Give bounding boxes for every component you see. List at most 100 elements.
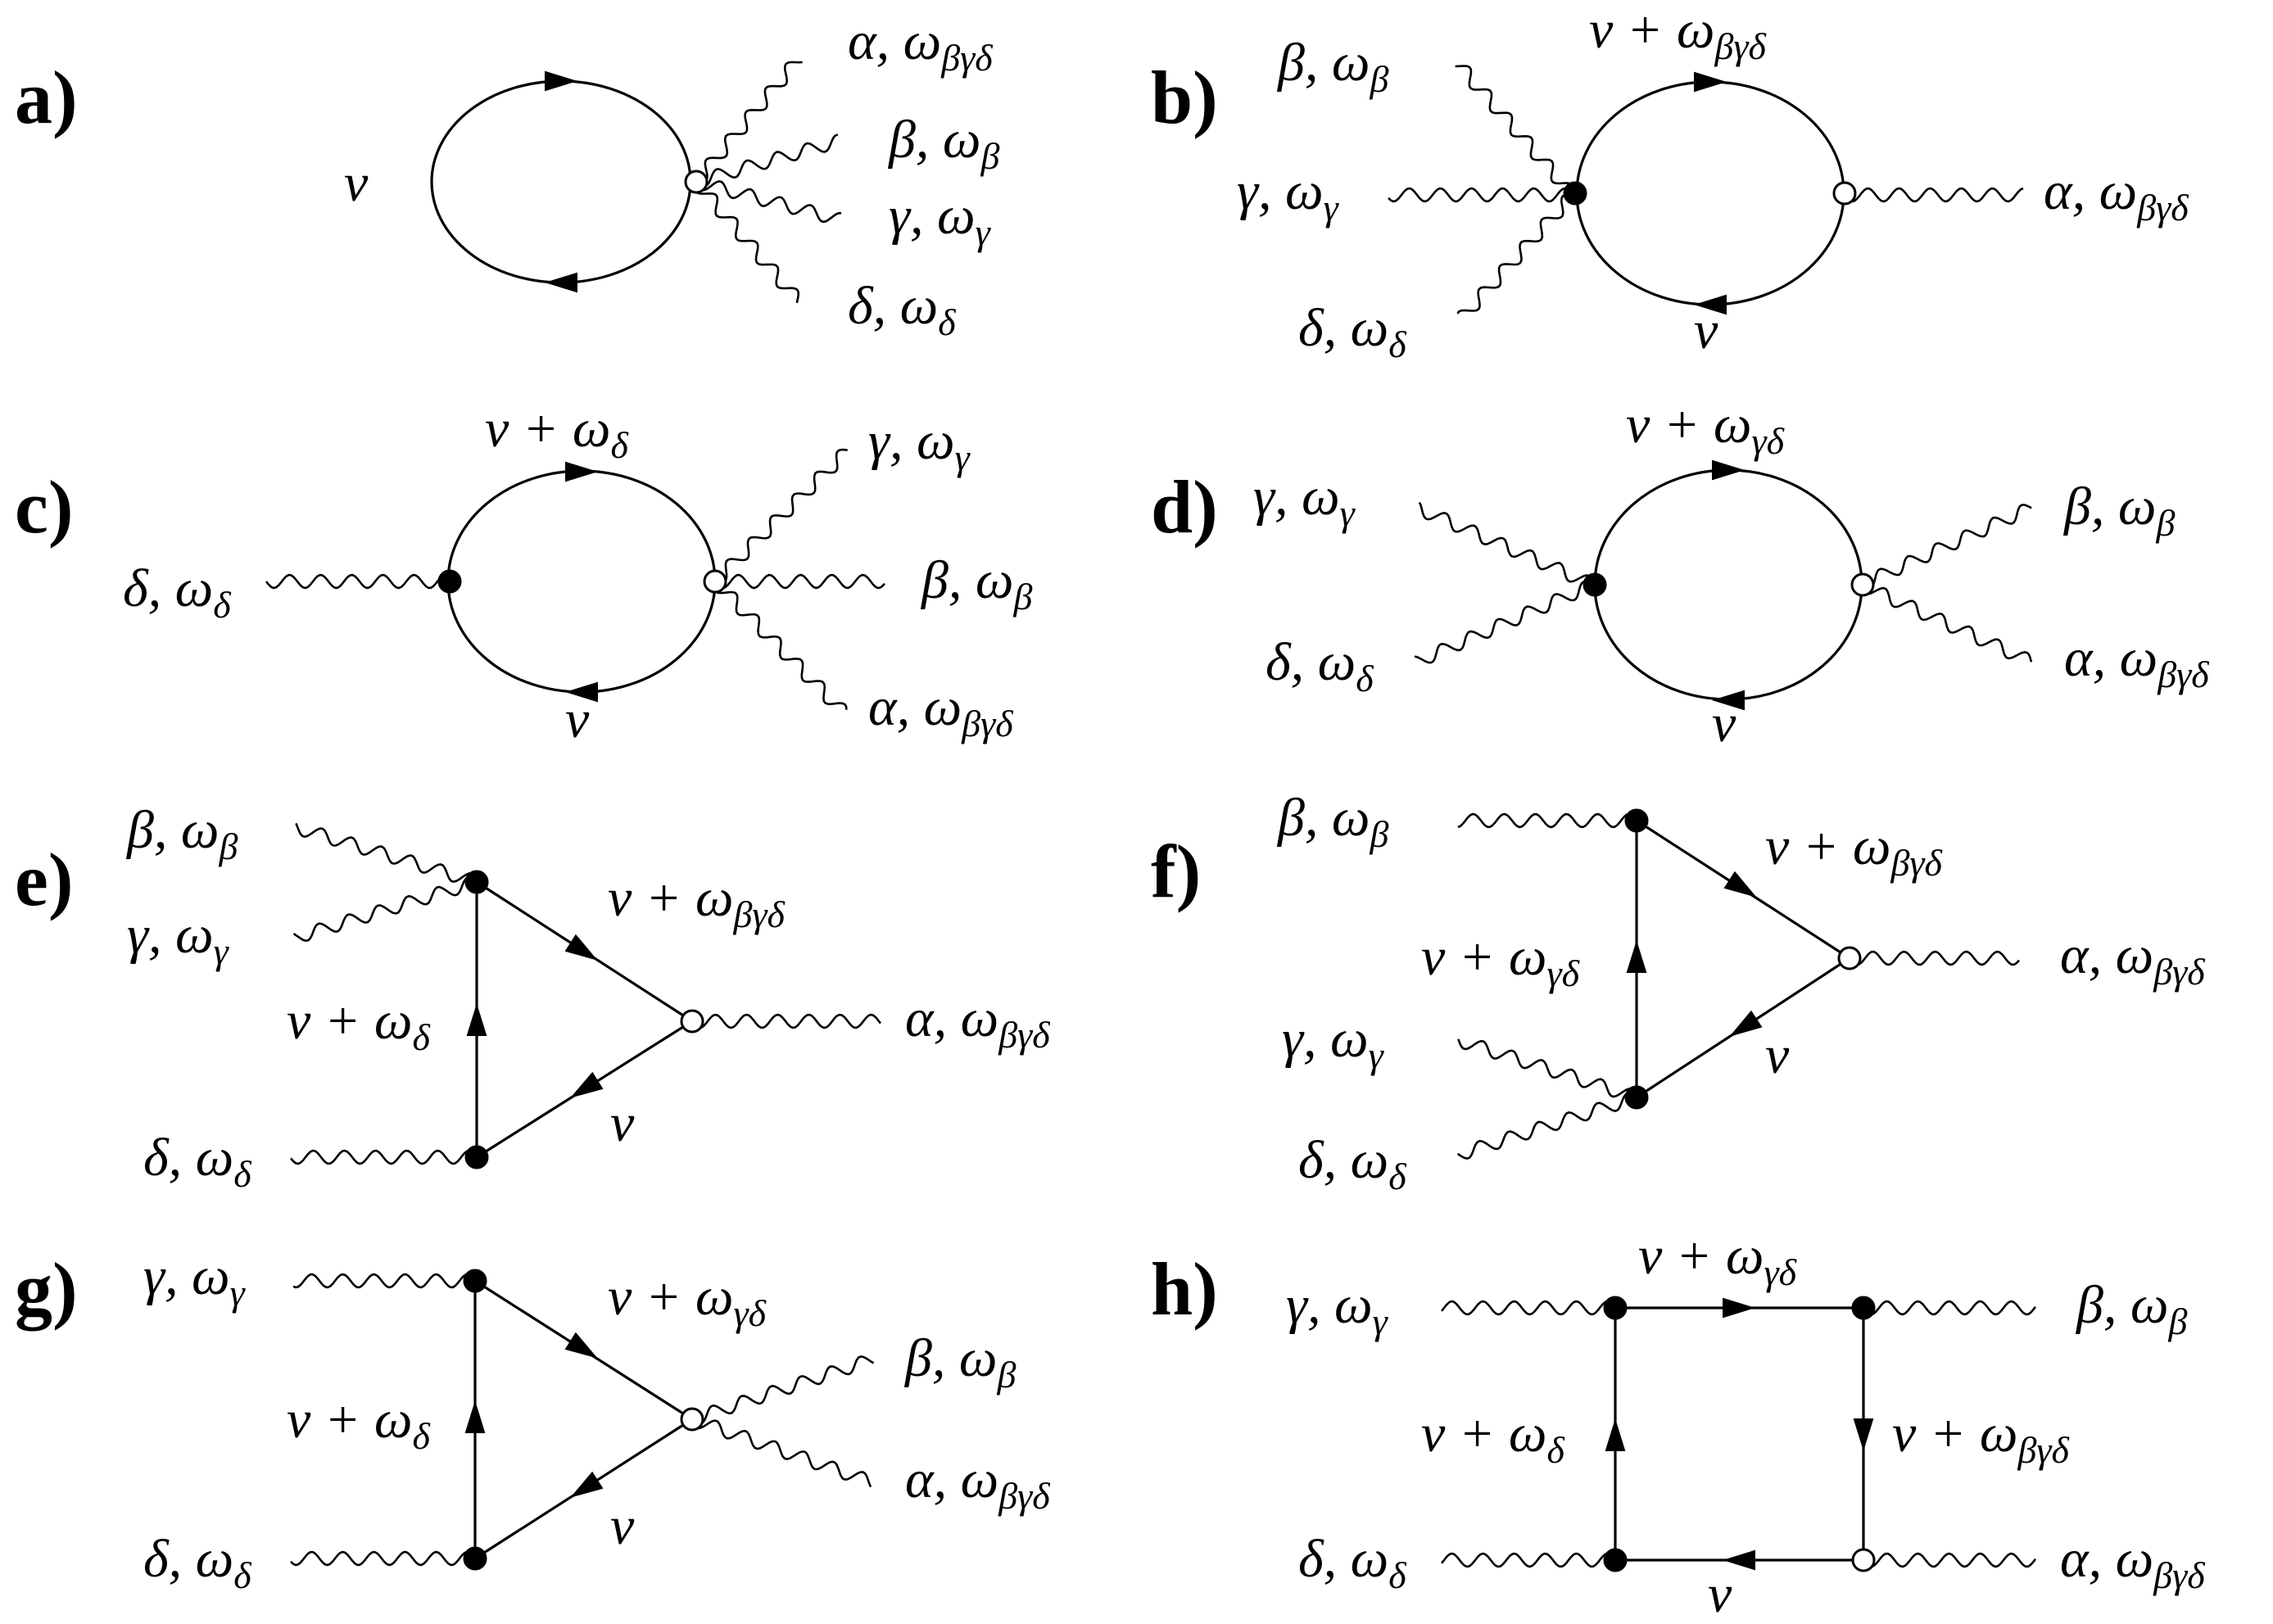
label-base: α, ω [905, 988, 998, 1048]
arrow-icon [570, 1071, 604, 1098]
arrow-icon [1712, 459, 1745, 481]
diagram-label: δ, ωδ [143, 1128, 251, 1195]
label-subscript: βγδ [732, 893, 785, 935]
label-base: α, ω [2044, 161, 2137, 221]
label-subscript: δ [233, 1153, 251, 1195]
label-base: γ, ω [143, 1246, 230, 1306]
label-subscript: β [996, 1354, 1016, 1396]
label-subscript: δ [412, 1016, 430, 1058]
filled-vertex [464, 870, 489, 894]
label-subscript: γδ [1546, 952, 1579, 994]
label-base: δ, ω [1298, 298, 1388, 358]
label-subscript: βγδ [2153, 1554, 2205, 1596]
label-subscript: βγδ [2153, 951, 2205, 993]
filled-vertex [464, 1145, 489, 1169]
label-subscript: β [1369, 58, 1388, 100]
label-subscript: βγδ [1890, 842, 1942, 884]
label-base: α, ω [905, 1450, 998, 1509]
photon-line [713, 581, 848, 710]
label-base: ν + ω [287, 1390, 412, 1450]
open-vertex [703, 569, 727, 594]
diagram-label: γ, ωγ [1237, 161, 1340, 228]
label-subscript: δ [412, 1415, 430, 1457]
label-base: ν [1765, 1025, 1790, 1085]
label-base: γ, ω [1286, 1275, 1373, 1335]
label-base: δ, ω [1298, 1529, 1388, 1589]
arrow-icon [564, 934, 598, 961]
label-base: α, ω [2060, 1529, 2153, 1589]
propagator-loop [430, 79, 692, 284]
label-base: ν + ω [1765, 817, 1890, 876]
diagram-label: ν [565, 690, 590, 749]
photon-line [290, 1149, 478, 1165]
label-subscript: γ [955, 437, 971, 478]
label-base: γ, ω [127, 905, 214, 965]
propagator-loop [446, 469, 717, 694]
label-base: γ, ω [1282, 1009, 1369, 1069]
filled-vertex [1624, 808, 1649, 833]
label-base: α, ω [848, 11, 941, 71]
diagram-label: δ, ωδ [1298, 1529, 1406, 1596]
label-base: ν [344, 153, 369, 213]
label-base: ν + ω [608, 1267, 733, 1327]
label-subscript: δ [213, 584, 231, 626]
label-subscript: δ [1546, 1429, 1564, 1471]
label-subscript: γδ [1751, 420, 1784, 462]
diagram-label: δ, ωδ [1266, 632, 1374, 699]
label-subscript: δ [1388, 1156, 1406, 1197]
arrow-icon [464, 1400, 486, 1433]
diagram-label: ν [1694, 301, 1718, 360]
diagram-label: ν [610, 1093, 635, 1153]
label-subscript: δ [1388, 323, 1406, 365]
label-base: γ, ω [868, 411, 955, 471]
diagram-label: γ, ωγ [1253, 467, 1356, 534]
label-subscript: βγδ [940, 37, 993, 79]
panel-label: g) [15, 1247, 78, 1331]
open-vertex [1851, 1548, 1876, 1572]
label-base: ν [1708, 1564, 1732, 1624]
photon-line [714, 448, 848, 583]
photon-line [695, 133, 839, 188]
arrow-icon [1694, 71, 1727, 93]
arrow-icon [564, 1332, 598, 1359]
diagram-label: ν + ωβγδ [1892, 1404, 2069, 1471]
diagram-label: ν [344, 153, 369, 213]
filled-vertex [1582, 572, 1607, 597]
label-base: δ, ω [1298, 1130, 1388, 1190]
panel-label: e) [15, 838, 73, 921]
label-subscript: β [1012, 576, 1032, 617]
label-base: ν + ω [608, 868, 733, 928]
diagram-label: ν + ωδ [287, 991, 430, 1058]
label-subscript: γ [1340, 492, 1356, 534]
panel-label: h) [1151, 1247, 1218, 1331]
label-subscript: βγδ [2136, 187, 2189, 228]
photon-line [290, 1550, 477, 1567]
label-subscript: δ [610, 424, 628, 466]
panel-label: f) [1151, 830, 1201, 913]
diagram-label: γ, ωγ [143, 1246, 247, 1314]
diagram-label: ν [1712, 694, 1736, 753]
label-base: ν + ω [287, 991, 412, 1051]
photon-line [1859, 584, 2033, 663]
panel-label: c) [15, 465, 73, 549]
diagram-label: ν + ωβγδ [1765, 817, 1942, 884]
label-subscript: δ [938, 301, 956, 343]
photon-line [1457, 1038, 1638, 1098]
open-vertex [680, 1009, 704, 1034]
label-base: γ, ω [1237, 161, 1324, 221]
diagram-label: ν + ωγδ [1626, 395, 1785, 462]
label-subscript: β [218, 826, 238, 867]
label-base: ν + ω [1589, 0, 1714, 60]
propagator-loop [1593, 468, 1863, 701]
diagram-label: ν [1708, 1564, 1732, 1624]
diagram-label: β, ωβ [2075, 1275, 2187, 1342]
diagram-label: α, ωβγδ [905, 988, 1050, 1056]
arrow-icon [1723, 871, 1757, 898]
label-subscript: βγδ [1714, 25, 1766, 67]
label-subscript: βγδ [961, 703, 1013, 744]
diagram-label: ν + ωγδ [1421, 927, 1580, 994]
